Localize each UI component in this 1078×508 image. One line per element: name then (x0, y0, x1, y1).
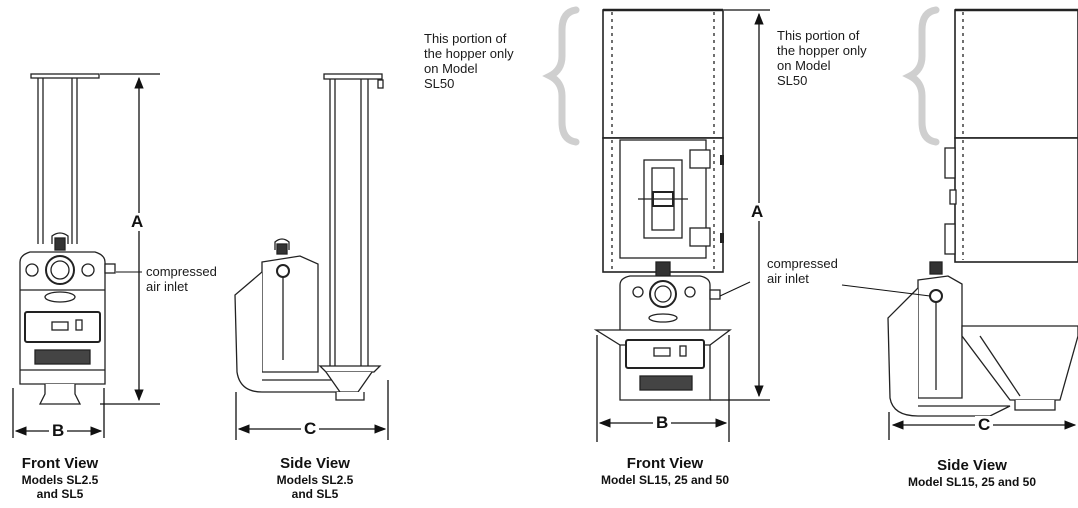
caption-side-large: Side View Model SL15, 25 and 50 (872, 457, 1072, 489)
caption-title: Front View (626, 455, 704, 472)
note-line: compressed (767, 256, 838, 271)
dimension-a-small-front (100, 73, 160, 405)
air-inlet-label-left: compressed air inlet (146, 264, 217, 294)
dim-label-a-large: A (748, 203, 767, 221)
brace-right (902, 6, 940, 146)
leader-air-right (719, 281, 751, 297)
note-line: SL50 (777, 73, 808, 88)
hopper-note-left: This portion of the hopper only on Model… (424, 31, 514, 91)
leader-air-right-side (841, 284, 931, 297)
hopper-note-right: This portion of the hopper only on Model… (777, 28, 867, 88)
caption-sub: Model SL15, 25 and 50 (907, 475, 1037, 489)
front-view-large-drawing (593, 8, 732, 401)
dim-label-b-large: B (653, 414, 672, 432)
caption-front-large: Front View Model SL15, 25 and 50 (565, 455, 765, 487)
dim-label-a-small: A (128, 213, 147, 231)
note-line: the hopper only (424, 46, 514, 61)
note-line: air inlet (146, 279, 188, 294)
dim-label-b-small: B (49, 422, 68, 440)
caption-sub: and SL5 (291, 487, 339, 501)
note-line: SL50 (424, 76, 455, 91)
caption-sub: Models SL2.5 (276, 473, 354, 487)
caption-front-small: Front View Models SL2.5 and SL5 (0, 455, 120, 501)
dim-label-c-small: C (301, 420, 320, 438)
caption-sub: and SL5 (36, 487, 84, 501)
caption-title: Side View (280, 455, 350, 472)
note-line: on Model (777, 58, 831, 73)
caption-sub: Models SL2.5 (21, 473, 99, 487)
note-line: air inlet (767, 271, 809, 286)
caption-sub: Model SL15, 25 and 50 (600, 473, 730, 487)
note-line: on Model (424, 61, 478, 76)
note-line: the hopper only (777, 43, 867, 58)
dim-label-c-large: C (975, 416, 994, 434)
note-line: This portion of (777, 28, 860, 43)
note-line: This portion of (424, 31, 507, 46)
side-view-small-drawing (234, 73, 384, 401)
air-inlet-label-right: compressed air inlet (767, 256, 838, 286)
note-line: compressed (146, 264, 217, 279)
brace-left (542, 6, 580, 146)
front-view-small-drawing (19, 73, 116, 405)
caption-title: Side View (937, 457, 1007, 474)
side-view-large-drawing (887, 8, 1078, 417)
caption-title: Front View (21, 455, 99, 472)
caption-side-small: Side View Models SL2.5 and SL5 (250, 455, 380, 501)
